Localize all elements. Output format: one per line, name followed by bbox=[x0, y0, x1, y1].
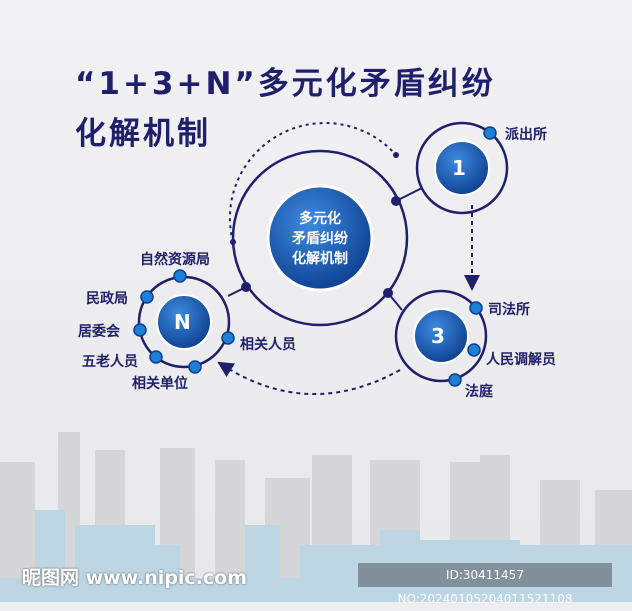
title-line2: 化解机制 bbox=[75, 116, 211, 152]
item-label: 司法所 bbox=[488, 302, 530, 318]
node-1-disc bbox=[434, 140, 490, 196]
center-line1: 多元化 bbox=[299, 211, 341, 227]
node-3-label: 3 bbox=[431, 324, 445, 348]
item-label: 自然资源局 bbox=[140, 252, 210, 268]
watermark-id: ID:30411457 NO:20240105204011521108 bbox=[358, 563, 612, 606]
item-label: 派出所 bbox=[505, 127, 547, 143]
arrow-3-to-N bbox=[217, 361, 401, 395]
dashed-arc-top bbox=[228, 122, 397, 243]
item-label: 相关人员 bbox=[240, 337, 296, 353]
center-line2: 矛盾纠纷 bbox=[292, 231, 348, 247]
item-label: 居委会 bbox=[78, 324, 120, 340]
item-label: 五老人员 bbox=[82, 354, 138, 370]
node-3-disc bbox=[413, 308, 469, 364]
node-N-disc bbox=[156, 294, 212, 350]
item-dots bbox=[133, 126, 497, 387]
watermark-logo: 昵图网 www.nipic.com bbox=[22, 567, 248, 589]
node-N-label: N bbox=[174, 310, 191, 334]
title-line1: “1+3+N”多元化矛盾纠纷 bbox=[75, 66, 496, 102]
city-skyline-front bbox=[0, 510, 632, 602]
item-label: 民政局 bbox=[86, 291, 128, 307]
node-1-label: 1 bbox=[452, 156, 466, 180]
center-ring bbox=[231, 149, 409, 327]
center-label: 多元化 矛盾纠纷 化解机制 bbox=[270, 209, 370, 269]
item-label: 相关单位 bbox=[132, 376, 188, 392]
item-label: 人民调解员 bbox=[486, 352, 556, 368]
center-disc bbox=[266, 184, 374, 292]
center-line3: 化解机制 bbox=[292, 251, 348, 267]
item-label: 法庭 bbox=[465, 384, 493, 400]
